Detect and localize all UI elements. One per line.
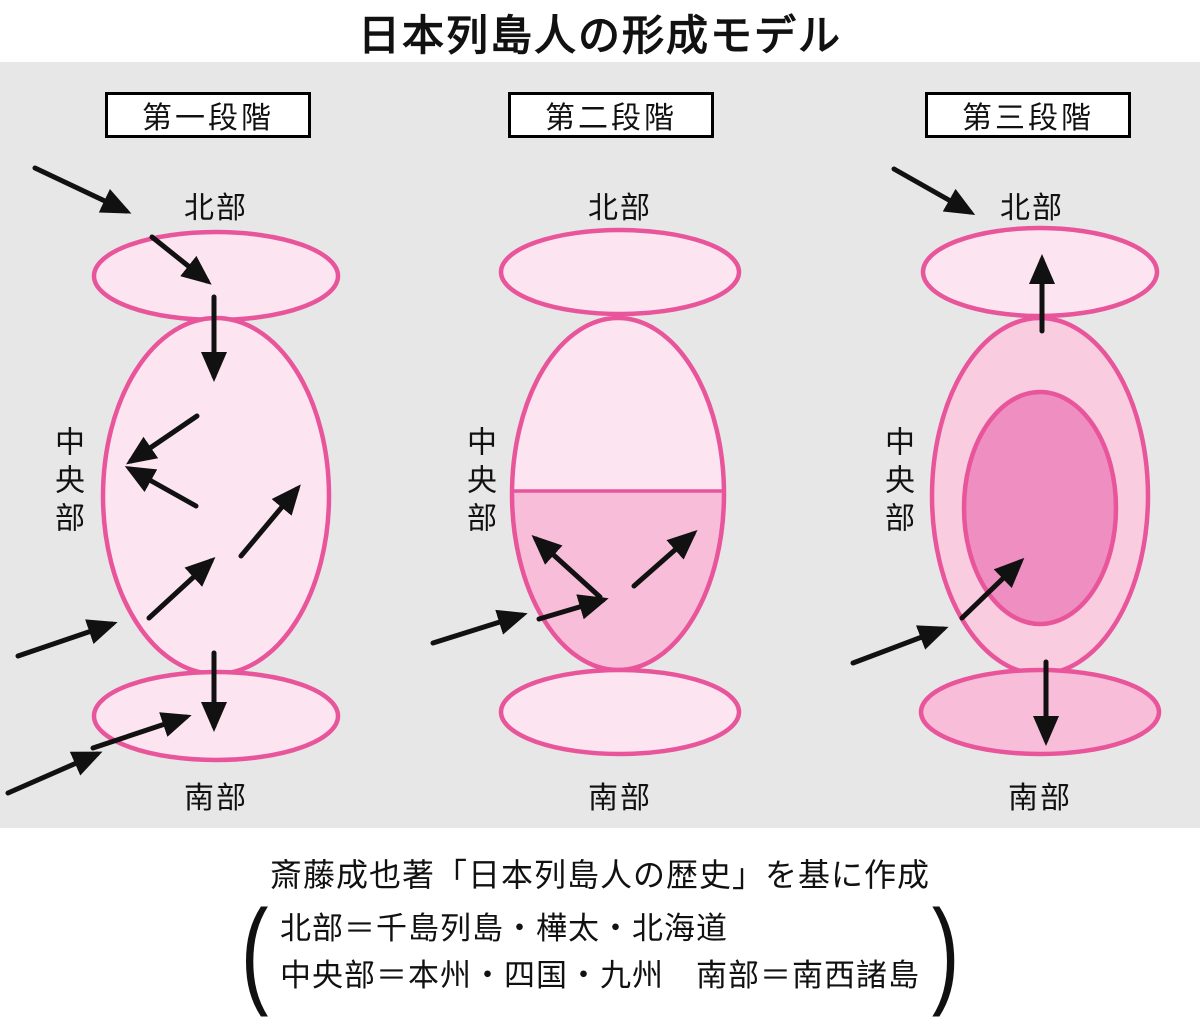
legend-note: ( 北部＝千島列島・樺太・北海道 中央部＝本州・四国・九州 南部＝南西諸島 ) [0, 886, 1200, 1018]
stage-3-arrows [850, 166, 1059, 746]
stage-1-header: 第一段階 [105, 92, 311, 138]
legend-line-north: 北部＝千島列島・樺太・北海道 [280, 911, 728, 946]
stage2-central-label: 中央部 [462, 426, 495, 540]
migration-arrow [430, 609, 528, 646]
migration-arrow [238, 484, 301, 559]
migration-arrow [32, 165, 132, 214]
migration-arrow [631, 530, 698, 589]
stage2-south-label: 南部 [588, 782, 652, 815]
migration-arrow [891, 166, 976, 215]
stage2-north-ellipse [498, 227, 742, 317]
migration-arrow [90, 712, 192, 751]
migration-arrow [5, 751, 103, 796]
close-paren: ) [931, 886, 960, 1018]
migration-arrow [850, 625, 949, 666]
stage-1-regions [91, 229, 341, 763]
page-title: 日本列島人の形成モデル [357, 12, 842, 59]
migration-arrow [124, 466, 199, 509]
stage-2-arrows [430, 530, 698, 646]
stage3-central-label: 中央部 [880, 426, 913, 540]
stage-2-regions [498, 227, 742, 757]
stage3-south-ellipse [918, 667, 1162, 757]
migration-arrow [146, 556, 216, 621]
stage-2-header: 第二段階 [508, 92, 714, 138]
legend-note-lines: 北部＝千島列島・樺太・北海道 中央部＝本州・四国・九州 南部＝南西諸島 [280, 905, 920, 999]
migration-arrow [531, 534, 603, 600]
diagram-canvas [5, 165, 1162, 796]
migration-arrow [149, 234, 212, 285]
stage-3-header: 第三段階 [925, 92, 1131, 138]
migration-arrow [15, 619, 118, 659]
legend-line-central-south: 中央部＝本州・四国・九州 南部＝南西諸島 [280, 958, 920, 993]
stage1-north-label: 北部 [184, 192, 248, 225]
open-paren: ( [240, 886, 269, 1018]
stage3-south-label: 南部 [1008, 782, 1072, 815]
migration-arrow [126, 413, 200, 465]
stage1-central-label: 中央部 [50, 426, 83, 540]
stage3-north-label: 北部 [1000, 192, 1064, 225]
stage2-south-ellipse [498, 667, 742, 757]
migration-arrow [959, 557, 1025, 621]
stage-1-arrows [5, 165, 301, 796]
migration-arrow [536, 594, 609, 622]
stage2-north-label: 北部 [588, 192, 652, 225]
stage3-central-inner-ellipse [961, 389, 1119, 627]
stage1-south-label: 南部 [184, 782, 248, 815]
source-attribution: 斎藤成也著「日本列島人の歴史」を基に作成 [269, 857, 930, 893]
